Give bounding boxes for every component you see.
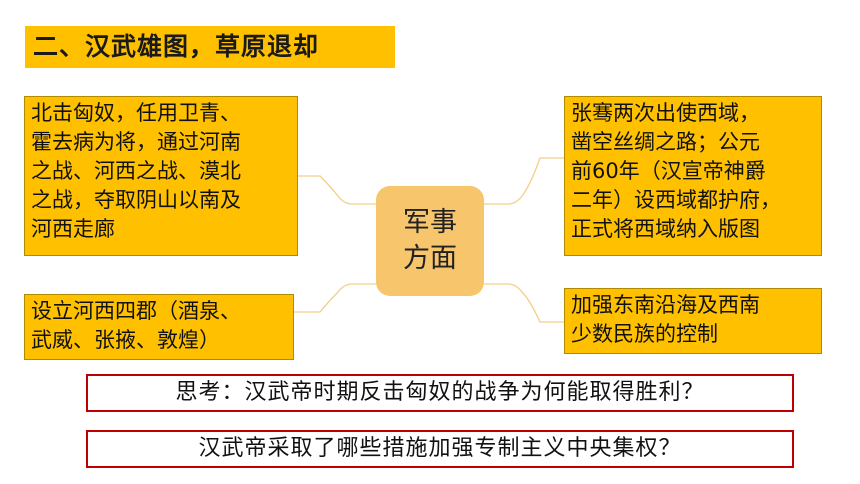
connector-right-top (484, 157, 564, 205)
box-line: 张骞两次出使西域， (571, 101, 760, 125)
military-box-xiongnu: 北击匈奴，任用卫青、 霍去病为将，通过河南 之战、河西之战、漠北 之战，夺取阴山… (24, 96, 298, 256)
connector-left-top (298, 175, 376, 205)
box-line: 凿空丝绸之路；公元 (571, 130, 760, 154)
box-line: 之战，夺取阴山以南及 (31, 188, 241, 212)
connector-left-bottom (294, 283, 376, 313)
box-line: 正式将西域纳入版图 (571, 217, 760, 241)
thinking-question-2: 汉武帝采取了哪些措施加强专制主义中央集权？ (86, 430, 794, 468)
box-line: 加强东南沿海及西南 (571, 293, 760, 317)
section-title: 二、汉武雄图，草原退却 (25, 26, 395, 68)
military-box-western-regions: 张骞两次出使西域， 凿空丝绸之路；公元 前60年（汉宣帝神爵 二年）设西域都护府… (564, 96, 822, 256)
box-line: 二年）设西域都护府， (571, 188, 781, 212)
box-line: 武威、张掖、敦煌） (31, 328, 220, 352)
thinking-question-1: 思考：汉武帝时期反击匈奴的战争为何能取得胜利？ (86, 374, 794, 412)
box-line: 设立河西四郡（酒泉、 (31, 299, 241, 323)
box-line: 霍去病为将，通过河南 (31, 130, 241, 154)
box-line: 少数民族的控制 (571, 322, 718, 346)
connector-right-bottom (484, 283, 564, 323)
military-box-hexi-commanderies: 设立河西四郡（酒泉、 武威、张掖、敦煌） (24, 294, 294, 360)
center-label-line: 方面 (403, 243, 457, 274)
box-line: 河西走廊 (31, 217, 115, 241)
box-line: 北击匈奴，任用卫青、 (31, 101, 241, 125)
center-node-military: 军事 方面 (376, 186, 484, 296)
box-line: 之战、河西之战、漠北 (31, 159, 241, 183)
center-label-line: 军事 (403, 207, 457, 238)
military-box-southeast-southwest: 加强东南沿海及西南 少数民族的控制 (564, 288, 822, 354)
box-line: 前60年（汉宣帝神爵 (571, 159, 766, 183)
